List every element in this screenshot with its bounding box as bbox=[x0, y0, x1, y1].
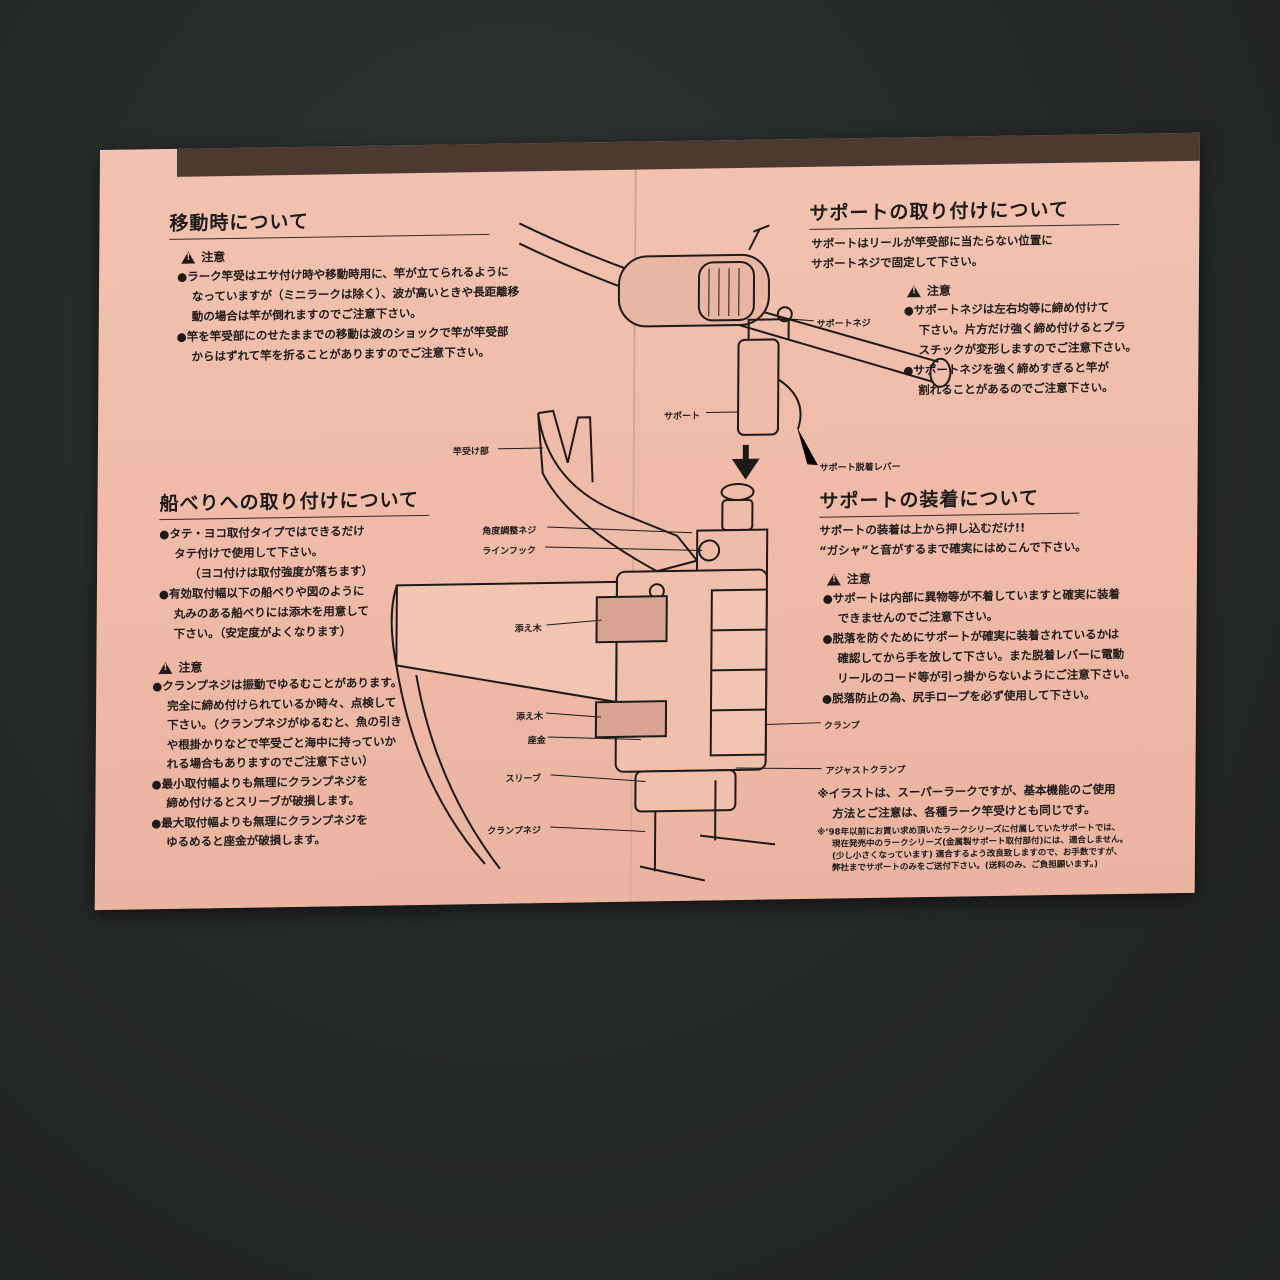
rod-holder-illustration bbox=[390, 222, 952, 882]
leader-lines bbox=[497, 318, 822, 832]
instruction-sheet: 移動時について 注意 ●ラーク竿受はエサ付け時や移動時用に、竿が立てられるように… bbox=[94, 132, 1200, 911]
